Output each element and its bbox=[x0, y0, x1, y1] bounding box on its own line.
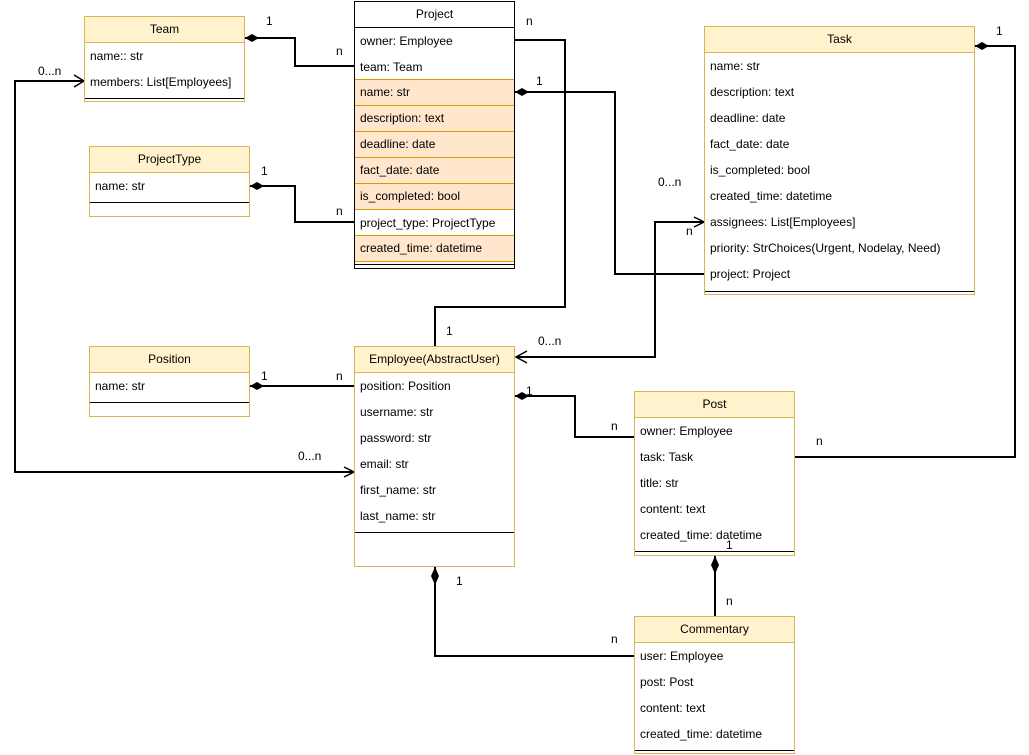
class-task[interactable]: Task name: str description: text deadlin… bbox=[704, 26, 975, 295]
field: task: Task bbox=[640, 450, 694, 464]
multiplicity-label: n bbox=[726, 594, 733, 608]
multiplicity-label: 1 bbox=[726, 538, 733, 552]
divider bbox=[635, 750, 794, 751]
class-title: ProjectType bbox=[90, 147, 249, 173]
multiplicity-label: n bbox=[526, 14, 533, 28]
class-title: Commentary bbox=[635, 617, 794, 643]
divider bbox=[635, 551, 794, 552]
class-title: Position bbox=[90, 347, 249, 373]
field: username: str bbox=[360, 405, 434, 419]
field: content: text bbox=[640, 701, 706, 715]
multiplicity-label: n bbox=[336, 369, 343, 383]
multiplicity-label: 0...n bbox=[38, 64, 62, 78]
multiplicity-label: n bbox=[611, 419, 618, 433]
multiplicity-label: 1 bbox=[261, 164, 268, 178]
field: fact_date: date bbox=[710, 137, 790, 151]
multiplicity-label: 1 bbox=[261, 369, 268, 383]
diamond-employee-commentary bbox=[431, 567, 439, 585]
divider bbox=[705, 291, 974, 292]
divider bbox=[90, 402, 249, 403]
field: name: str bbox=[355, 79, 514, 106]
field: team: Team bbox=[360, 60, 423, 74]
multiplicity-label: n bbox=[336, 204, 343, 218]
multiplicity-label: 1 bbox=[446, 324, 453, 338]
field: position: Position bbox=[360, 379, 451, 393]
class-title: Employee(AbstractUser) bbox=[355, 347, 514, 373]
field: description: text bbox=[355, 105, 514, 132]
link-post-task bbox=[795, 42, 1016, 458]
link-project-owner bbox=[431, 39, 566, 360]
class-post[interactable]: Post owner: Employee task: Task title: s… bbox=[634, 391, 795, 556]
field: title: str bbox=[640, 476, 679, 490]
class-project[interactable]: Project owner: Employee team: Team name:… bbox=[354, 1, 515, 269]
multiplicity-label: 1 bbox=[996, 24, 1003, 38]
link-project-type bbox=[250, 182, 355, 223]
field: owner: Employee bbox=[640, 424, 733, 438]
field: priority: StrChoices(Urgent, Nodelay, Ne… bbox=[710, 241, 941, 255]
field: members: List[Employees] bbox=[90, 75, 232, 89]
divider bbox=[85, 98, 244, 99]
field: user: Employee bbox=[640, 649, 724, 663]
multiplicity-label: n bbox=[336, 44, 343, 58]
field: is_completed: bool bbox=[710, 163, 811, 177]
divider bbox=[90, 202, 249, 203]
field: deadline: date bbox=[355, 131, 514, 158]
divider bbox=[355, 264, 514, 265]
field: name: str bbox=[710, 59, 761, 73]
multiplicity-label: 1 bbox=[536, 74, 543, 88]
link-assignees bbox=[517, 222, 704, 358]
link-post-owner bbox=[515, 392, 635, 438]
multiplicity-label: n bbox=[611, 632, 618, 646]
arrow-employee-assign bbox=[514, 350, 528, 364]
link-project-team bbox=[245, 34, 355, 67]
class-commentary[interactable]: Commentary user: Employee post: Post con… bbox=[634, 616, 795, 754]
field: project: Project bbox=[710, 267, 791, 281]
field: password: str bbox=[360, 431, 432, 445]
field: created_time: datetime bbox=[355, 235, 514, 262]
multiplicity-label: 1 bbox=[456, 574, 463, 588]
field: fact_date: date bbox=[355, 157, 514, 184]
diamond-post-commentary bbox=[711, 556, 719, 574]
field: is_completed: bool bbox=[355, 183, 514, 210]
multiplicity-label: 1 bbox=[526, 384, 533, 398]
link-comment-user bbox=[434, 566, 635, 657]
link-task-project bbox=[515, 88, 705, 275]
class-project-type[interactable]: ProjectType name: str bbox=[89, 146, 250, 217]
field: created_time: datetime bbox=[710, 189, 833, 203]
multiplicity-label: 0...n bbox=[298, 449, 322, 463]
multiplicity-label: 0...n bbox=[658, 175, 682, 189]
field: name:: str bbox=[90, 49, 144, 63]
field: name: str bbox=[95, 179, 146, 193]
field: project_type: ProjectType bbox=[360, 216, 496, 230]
class-position[interactable]: Position name: str bbox=[89, 346, 250, 417]
field: created_time: datetime bbox=[640, 528, 763, 542]
field: deadline: date bbox=[710, 111, 786, 125]
field: assignees: List[Employees] bbox=[710, 215, 856, 229]
field: name: str bbox=[95, 379, 146, 393]
field: first_name: str bbox=[360, 483, 437, 497]
class-title: Task bbox=[705, 27, 974, 53]
field: last_name: str bbox=[360, 509, 436, 523]
multiplicity-label: n bbox=[816, 434, 823, 448]
field: owner: Employee bbox=[360, 34, 453, 48]
field: created_time: datetime bbox=[640, 727, 763, 741]
field: post: Post bbox=[640, 675, 694, 689]
multiplicity-label: 1 bbox=[266, 14, 273, 28]
field: email: str bbox=[360, 457, 409, 471]
multiplicity-label: n bbox=[686, 224, 693, 238]
class-title: Team bbox=[85, 17, 244, 43]
field: description: text bbox=[710, 85, 795, 99]
class-title: Project bbox=[355, 2, 514, 28]
class-team[interactable]: Team name:: str members: List[Employees] bbox=[84, 16, 245, 102]
field: content: text bbox=[640, 502, 706, 516]
class-employee[interactable]: Employee(AbstractUser) position: Positio… bbox=[354, 346, 515, 567]
class-title: Post bbox=[635, 392, 794, 418]
multiplicity-label: 0...n bbox=[538, 334, 562, 348]
divider bbox=[355, 532, 514, 533]
link-members bbox=[14, 80, 354, 472]
